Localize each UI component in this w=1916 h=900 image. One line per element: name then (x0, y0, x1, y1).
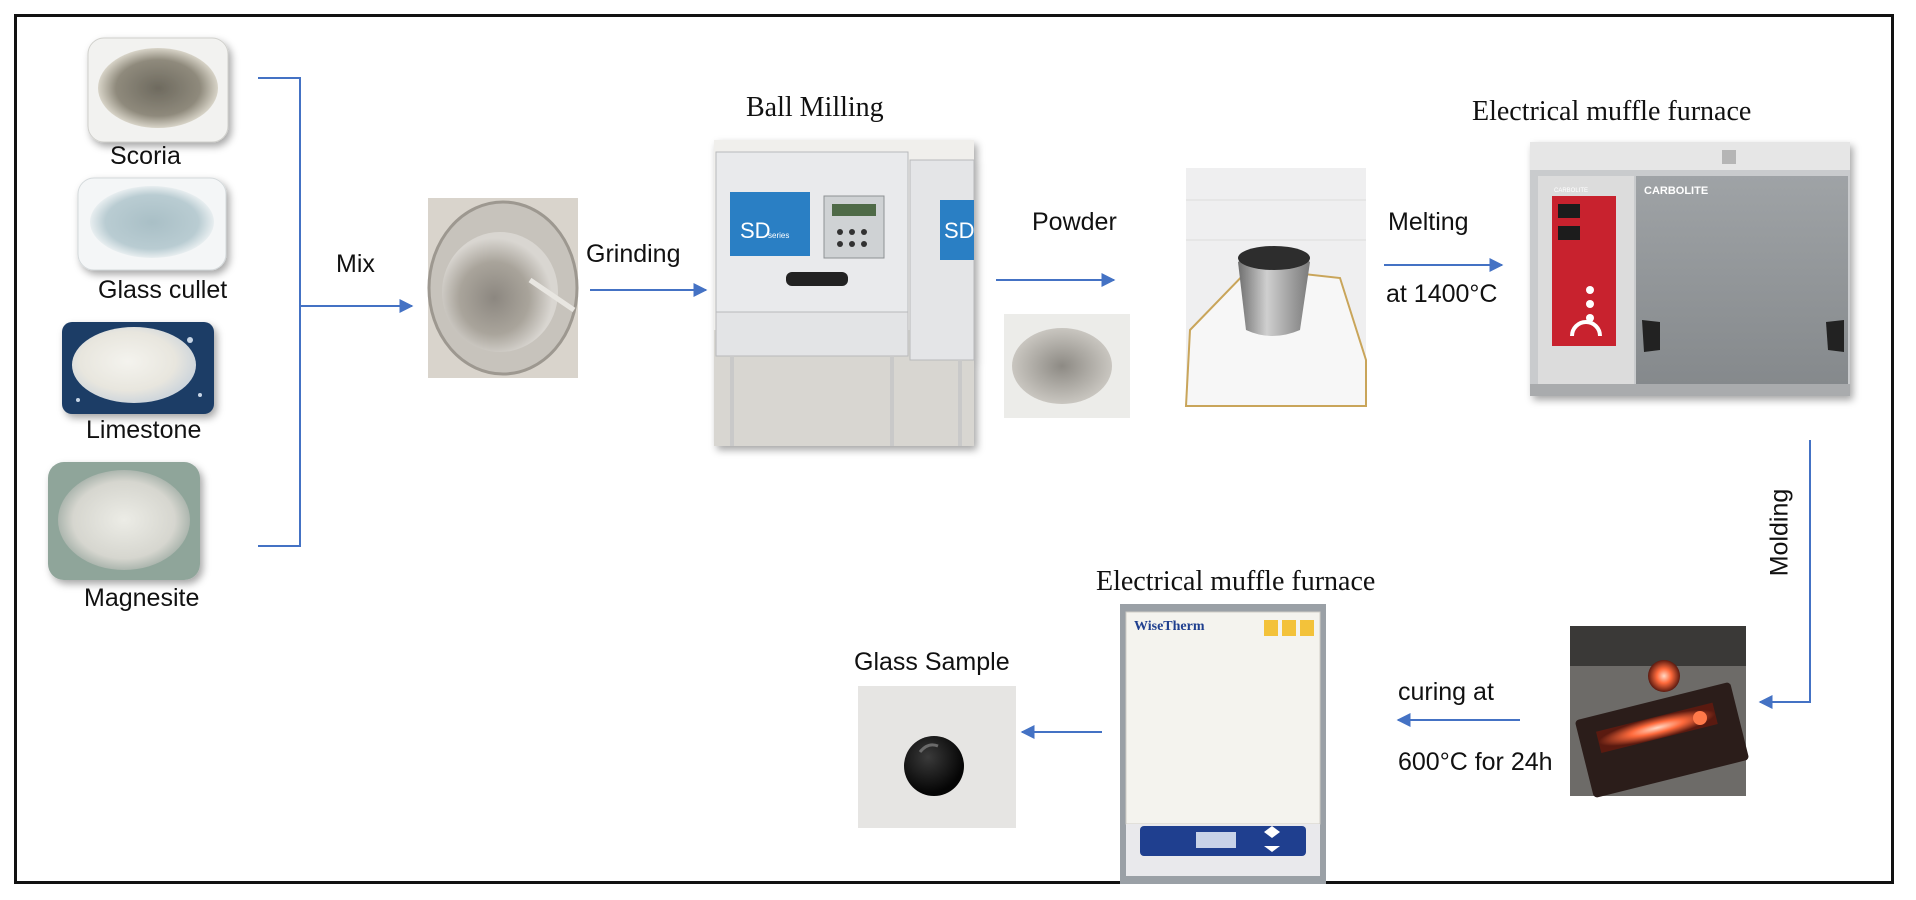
glass-cullet-image (77, 177, 227, 271)
limestone-image (62, 322, 214, 414)
molding-image (1570, 626, 1749, 798)
mix-bracket (258, 77, 301, 547)
ball-mill-badge-sub: series (768, 231, 789, 240)
crucible-image (1184, 168, 1367, 407)
carbolite-brand-small: CARBOLITE (1554, 188, 1588, 194)
label-melting: Melting (1388, 208, 1469, 236)
mix-bowl-image (427, 198, 579, 378)
powder-image (1004, 314, 1130, 418)
ball-mill-badge-text: SD (740, 218, 771, 243)
title-furnace-2: Electrical muffle furnace (1096, 566, 1376, 597)
glass-sample-image (858, 686, 1016, 828)
label-glass-sample: Glass Sample (854, 648, 1010, 676)
label-melting-temp: at 1400°C (1386, 280, 1498, 308)
label-grinding: Grinding (586, 240, 681, 268)
magnesite-image (48, 462, 200, 580)
label-powder: Powder (1032, 208, 1117, 236)
label-molding: Molding (1765, 488, 1794, 577)
ball-mill-badge-text-2: SD (944, 218, 975, 243)
label-glass-cullet: Glass cullet (98, 276, 228, 304)
label-magnesite: Magnesite (84, 584, 200, 612)
title-furnace-1: Electrical muffle furnace (1472, 96, 1752, 127)
label-curing-line1: curing at (1398, 678, 1494, 706)
figure-frame (14, 14, 1894, 884)
label-limestone: Limestone (86, 416, 202, 444)
arrow-molding (1758, 440, 1811, 709)
wisetherm-oven-image (1120, 604, 1326, 884)
scoria-image (87, 37, 229, 143)
carbolite-furnace-image (1530, 142, 1850, 396)
ball-mill-image (714, 140, 975, 446)
wisetherm-brand: WiseTherm (1134, 619, 1205, 634)
label-curing-line2: 600°C for 24h (1398, 748, 1553, 776)
label-mix: Mix (336, 250, 375, 278)
title-ball-milling: Ball Milling (746, 92, 884, 123)
carbolite-brand: CARBOLITE (1644, 185, 1708, 197)
label-scoria: Scoria (110, 142, 181, 170)
